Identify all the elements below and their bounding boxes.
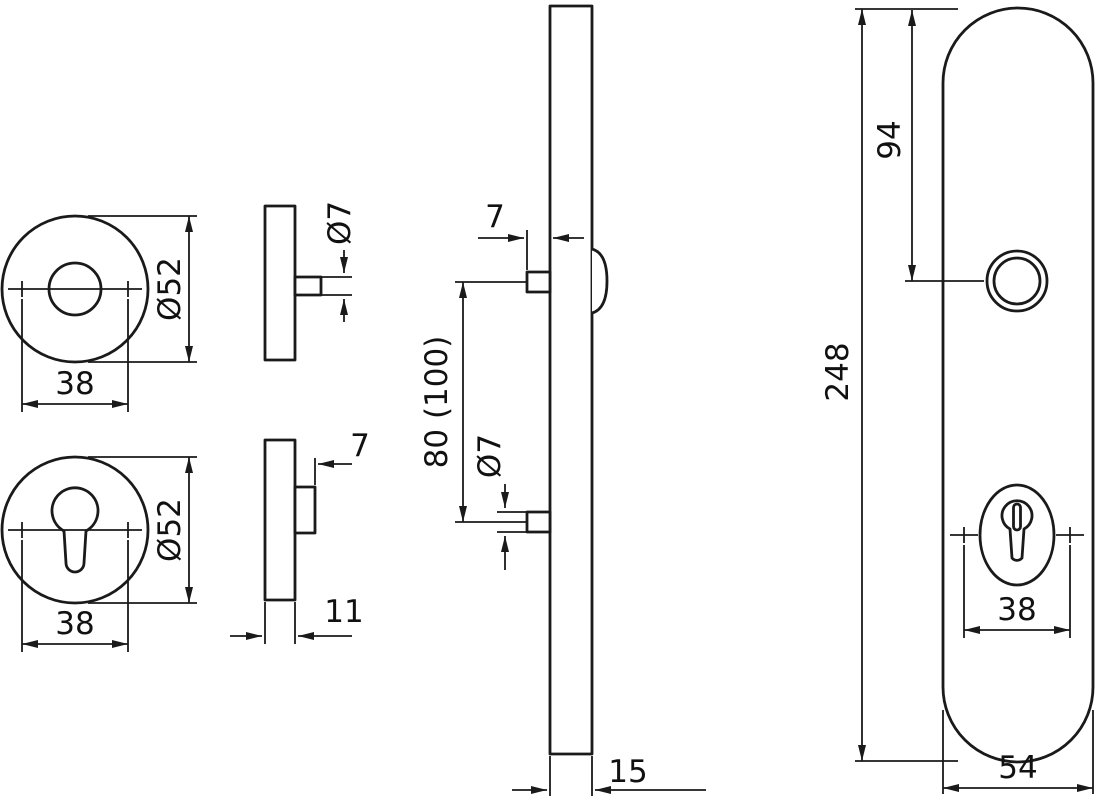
mounting-pin xyxy=(293,275,323,297)
extension-lines xyxy=(264,602,296,644)
extension-lines xyxy=(21,299,129,412)
extension-lines xyxy=(88,215,197,363)
rosette-side-bottom-view: 7 11 xyxy=(230,428,370,644)
extension-lines xyxy=(942,710,1094,794)
dim-label-rosette-bottom-width: 38 xyxy=(55,606,94,642)
dim-label-thickness: 15 xyxy=(608,754,647,790)
backplate-side-profile xyxy=(548,4,594,756)
dim-label-width: 54 xyxy=(998,750,1037,786)
screw-marks xyxy=(21,522,129,538)
dim-label-pin-length: 7 xyxy=(485,199,505,235)
cylinder-ring-inner xyxy=(992,256,1042,306)
dim-label-screw-spacing: 38 xyxy=(997,592,1036,628)
screw-marks xyxy=(963,527,1071,543)
key-slit xyxy=(1012,502,1022,532)
mounting-pin-bottom xyxy=(525,510,552,534)
rosette-side-plate xyxy=(263,438,297,602)
dim-label-pin-spacing: 80 (100) xyxy=(419,336,455,469)
dim-label-cylinder-distance: 94 xyxy=(872,120,908,159)
rosette-side-plate xyxy=(263,204,297,362)
dim-label-rosette-top-width: 38 xyxy=(55,366,94,402)
dim-label-pin-diameter: Ø7 xyxy=(322,201,358,245)
rosette-front-top-view: 38 Ø52 xyxy=(0,214,197,412)
extension-lines xyxy=(963,545,1071,638)
rosette-side-top-view: Ø7 xyxy=(263,201,358,362)
dim-label-thickness: 11 xyxy=(324,594,363,630)
cylinder-step xyxy=(293,485,317,535)
backplate-outline xyxy=(941,6,1095,764)
extension-lines xyxy=(455,281,527,523)
backplate-side-view: 7 80 (100) Ø7 15 xyxy=(419,4,706,796)
extension-lines xyxy=(855,8,984,762)
extension-lines xyxy=(88,456,197,604)
extension-lines xyxy=(321,276,352,296)
mounting-pin-top xyxy=(525,270,552,294)
cylinder-bump xyxy=(591,247,609,315)
extension-lines xyxy=(21,540,129,652)
screw-marks xyxy=(21,281,129,297)
dim-label-pin-diameter: Ø7 xyxy=(472,434,508,478)
extension-lines xyxy=(497,511,527,533)
dim-label-step-depth: 7 xyxy=(350,428,370,464)
extension-lines xyxy=(549,756,593,796)
dim-label-rosette-bottom-diameter: Ø52 xyxy=(152,498,188,562)
rosette-front-bottom-view: 38 Ø52 xyxy=(0,455,197,652)
backplate-front-view: 38 94 248 54 xyxy=(820,6,1095,794)
dim-label-rosette-top-diameter: Ø52 xyxy=(152,257,188,321)
dim-label-height: 248 xyxy=(820,342,856,401)
